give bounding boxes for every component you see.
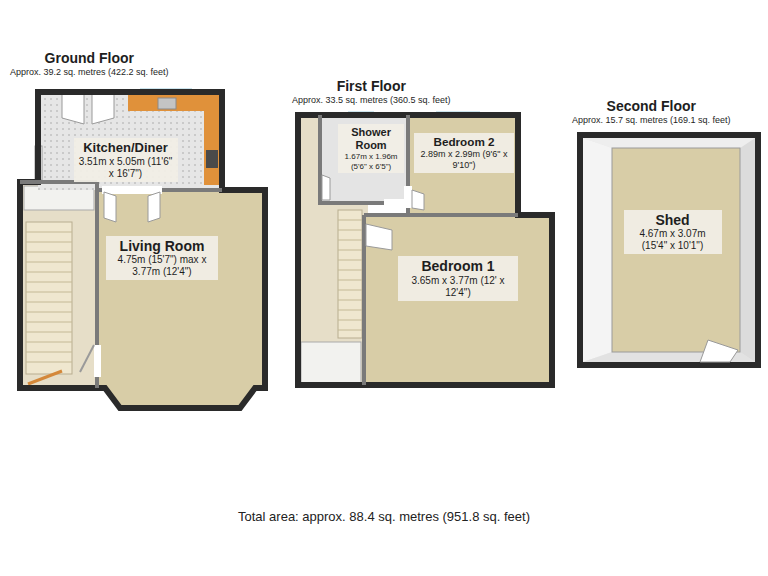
stair-treads: [338, 220, 362, 330]
floor-plan: Kitchen/Diner3.51m x 5.05m (11'6" x 16'7…: [10, 50, 275, 418]
room-name: Kitchen/Diner: [78, 140, 174, 156]
stair-treads: [26, 232, 72, 362]
room-label: Bedroom 13.65m x 3.77m (12' x 12'4"): [398, 256, 518, 301]
floor-area: Approx. 33.5 sq. metres (360.5 sq. feet): [292, 95, 451, 106]
room: Shed4.67m x 3.07m (15'4" x 10'1"): [612, 148, 740, 352]
wall-face: [583, 138, 755, 148]
room-name: Living Room: [110, 238, 214, 255]
room-dimensions: 2.89m x 2.99m (9'6" x 9'10"): [418, 149, 510, 171]
shed-door: [700, 340, 738, 362]
stairs: [26, 222, 72, 374]
doorway: [384, 199, 404, 207]
hall-floor: [20, 182, 97, 388]
room-dimensions: 4.67m x 3.07m (15'4" x 10'1"): [628, 228, 718, 252]
room-dimensions: 3.51m x 5.05m (11'6" x 16'7"): [78, 156, 174, 180]
doorway: [94, 345, 101, 377]
floor-name: Ground Floor: [10, 50, 169, 67]
floor-plan: Shed4.67m x 3.07m (15'4" x 10'1") Second …: [572, 98, 764, 370]
floor-name: Second Floor: [572, 98, 731, 115]
outer-wall: [580, 135, 758, 365]
floor-heading: Ground FloorApprox. 39.2 sq. metres (422…: [10, 50, 169, 78]
room: Kitchen/Diner3.51m x 5.05m (11'6" x 16'7…: [42, 98, 218, 186]
door-leaf: [80, 345, 94, 372]
room-name: Shower Room: [342, 126, 400, 152]
room: Bedroom 13.65m x 3.77m (12' x 12'4"): [368, 254, 548, 380]
room-dimensions: 3.65m x 3.77m (12' x 12'4"): [402, 275, 514, 299]
floor-area: Approx. 15.7 sq. metres (169.1 sq. feet): [572, 115, 731, 126]
doorway: [404, 186, 412, 208]
room: Bedroom 22.89m x 2.99m (9'6" x 9'10"): [412, 120, 514, 186]
living-floor: [97, 190, 265, 388]
outer-wall: [298, 115, 552, 385]
floor-heading: First FloorApprox. 33.5 sq. metres (360.…: [292, 78, 451, 106]
wall-face: [740, 138, 755, 362]
folding-door: [104, 192, 116, 222]
wall-face: [583, 138, 612, 362]
inner-wall: [20, 182, 222, 388]
cupboard: [301, 342, 361, 383]
bedroom-floor: [364, 215, 552, 385]
room-name: Bedroom 1: [402, 258, 514, 275]
french-door: [92, 93, 114, 124]
outer-wall: [20, 92, 265, 408]
stairs: [338, 210, 362, 338]
room-label: Kitchen/Diner3.51m x 5.05m (11'6" x 16'7…: [74, 138, 178, 182]
total-area-caption: Total area: approx. 88.4 sq. metres (951…: [0, 509, 768, 524]
door-leaf: [412, 190, 424, 210]
folding-door: [148, 192, 160, 222]
floor-area: Approx. 39.2 sq. metres (422.2 sq. feet): [10, 67, 169, 78]
room-dimensions: 4.75m (15'7") max x 3.77m (12'4"): [110, 254, 214, 278]
inner-wall: [320, 115, 518, 385]
room-label: Shed4.67m x 3.07m (15'4" x 10'1"): [624, 210, 722, 255]
door-leaf: [366, 224, 392, 250]
room-name: Bedroom 2: [418, 135, 510, 149]
room-name: Shed: [628, 212, 718, 229]
sink: [158, 98, 176, 109]
room: Living Room4.75m (15'7") max x 3.77m (12…: [100, 195, 260, 383]
room-dimensions: 1.67m x 1.96m (5'6" x 6'5"): [342, 152, 400, 171]
kitchen-floor: [38, 92, 222, 190]
shed-floor: [612, 148, 740, 352]
door-leaf: [322, 175, 330, 200]
french-door: [62, 93, 84, 124]
floor-heading: Second FloorApprox. 15.7 sq. metres (169…: [572, 98, 731, 126]
bedroom-floor: [408, 115, 518, 215]
shower-floor: [320, 115, 408, 203]
room-label: Bedroom 22.89m x 2.99m (9'6" x 9'10"): [414, 133, 514, 173]
shed-walls: [580, 135, 758, 365]
hob: [206, 150, 218, 168]
room-label: Living Room4.75m (15'7") max x 3.77m (12…: [106, 236, 218, 281]
floor-plan: Shower Room1.67m x 1.96m (5'6" x 6'5")Be…: [292, 78, 558, 390]
worktop: [204, 95, 220, 185]
doorway: [102, 186, 162, 194]
floor-name: First Floor: [292, 78, 451, 95]
room-label: Shower Room1.67m x 1.96m (5'6" x 6'5"): [338, 124, 404, 174]
room: Shower Room1.67m x 1.96m (5'6" x 6'5"): [322, 120, 404, 198]
front-door: [28, 371, 62, 384]
